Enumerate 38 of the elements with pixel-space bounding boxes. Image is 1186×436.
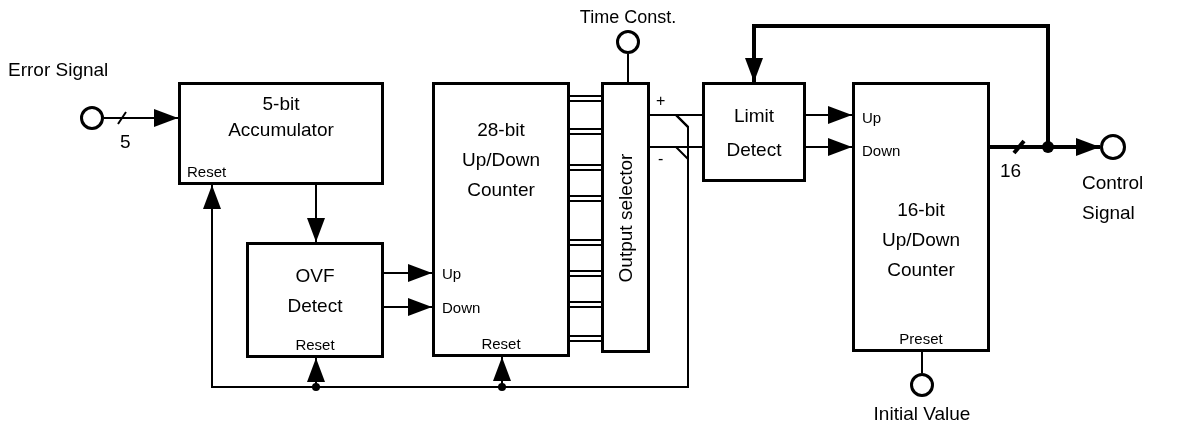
block-box: [178, 82, 384, 185]
terminal-label: Error Signal: [8, 58, 109, 82]
arrow: [805, 106, 853, 124]
block-title: 5-bit Accumulator: [227, 92, 335, 142]
port-label: Down: [442, 299, 481, 317]
block-box: [702, 82, 806, 182]
terminal-label: Time Const.: [578, 6, 678, 28]
bus-lines: [569, 95, 602, 342]
terminal-label: Initial Value: [872, 402, 972, 426]
arrow: [805, 138, 853, 156]
edge-label: +: [656, 92, 666, 110]
arrow: [383, 298, 433, 316]
block-box: [246, 242, 384, 358]
port-label: Reset: [295, 336, 335, 354]
port-label: Preset: [899, 330, 943, 348]
port-label: Reset: [187, 163, 227, 181]
arrow: [493, 114, 689, 388]
arrow: [383, 264, 433, 282]
port-label: Reset: [481, 335, 521, 353]
edge-label: 16: [1000, 160, 1022, 182]
block-title: Limit Detect: [725, 104, 783, 162]
edge-label: -: [658, 150, 664, 168]
connector-line: [921, 351, 923, 374]
block-title: 28-bit Up/Down Counter: [460, 118, 542, 202]
port-label: Up: [862, 109, 882, 127]
block-title: Output selector: [614, 153, 637, 282]
terminal-label: Control Signal: [1082, 171, 1145, 225]
port-label: Down: [862, 142, 901, 160]
block-title: OVF Detect: [286, 264, 344, 318]
arrow: [307, 184, 325, 243]
block-box: [852, 82, 990, 352]
block-title: 16-bit Up/Down Counter: [880, 198, 962, 282]
connector-line: [627, 53, 629, 83]
arrow: [103, 109, 179, 127]
block-box: [432, 82, 570, 357]
port-label: Up: [442, 265, 462, 283]
edge-label: 5: [120, 131, 131, 153]
selector-box: [601, 82, 650, 353]
